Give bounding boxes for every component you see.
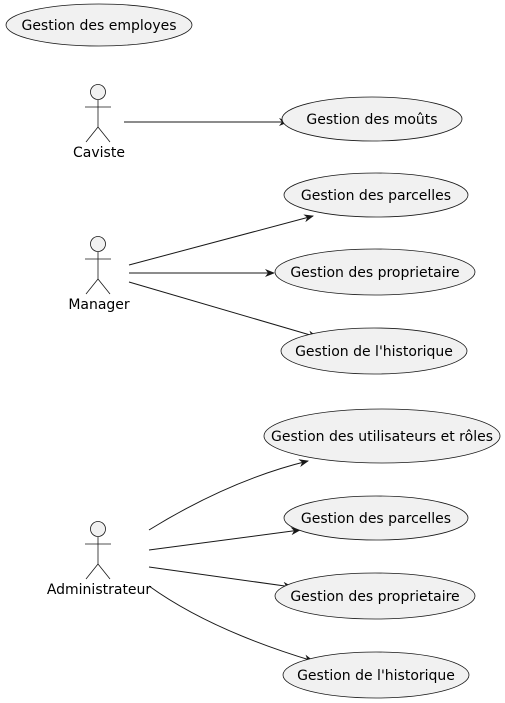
use-case-label: Gestion des employes (21, 18, 176, 34)
edge-manager-parcelles (128, 214, 314, 266)
use-case-admin-proprietaire: Gestion des proprietaire (274, 572, 476, 620)
actor-caviste: Caviste (73, 84, 125, 161)
use-case-label: Gestion des proprietaire (290, 589, 459, 605)
use-case-label: Gestion des moûts (306, 112, 437, 128)
actor-label: Manager (68, 297, 130, 313)
use-case-admin-utilisateurs: Gestion des utilisateurs et rôles (263, 408, 501, 464)
use-case-admin-parcelles: Gestion des parcelles (283, 495, 469, 541)
actor-manager: Manager (68, 236, 130, 313)
actor-label: Caviste (73, 145, 125, 161)
use-case-employes: Gestion des employes (5, 3, 193, 47)
stick-figure-icon (85, 236, 111, 295)
use-case-label: Gestion des proprietaire (290, 265, 459, 281)
use-case-manager-parcelles: Gestion des parcelles (283, 172, 469, 218)
use-case-mouts: Gestion des moûts (281, 96, 463, 142)
stick-figure-icon (85, 84, 111, 143)
use-case-label: Gestion de l'historique (295, 344, 453, 360)
actor-label: Administrateur (47, 582, 152, 598)
use-case-label: Gestion des utilisateurs et rôles (271, 429, 493, 445)
edge-admin-utilisateurs (148, 459, 309, 531)
use-case-label: Gestion des parcelles (301, 511, 451, 527)
associations (124, 118, 318, 663)
actor-administrateur: Administrateur (47, 521, 152, 598)
use-case-admin-historique: Gestion de l'historique (282, 651, 470, 699)
stick-figure-icon (85, 521, 111, 580)
edge-admin-historique (148, 585, 314, 663)
edge-manager-historique (128, 281, 318, 339)
use-case-manager-historique: Gestion de l'historique (280, 327, 468, 375)
edge-admin-proprietaire (148, 566, 293, 590)
use-case-manager-proprietaire: Gestion des proprietaire (274, 248, 476, 296)
use-case-label: Gestion de l'historique (297, 668, 455, 684)
use-case-label: Gestion des parcelles (301, 188, 451, 204)
edge-admin-parcelles (148, 527, 301, 551)
